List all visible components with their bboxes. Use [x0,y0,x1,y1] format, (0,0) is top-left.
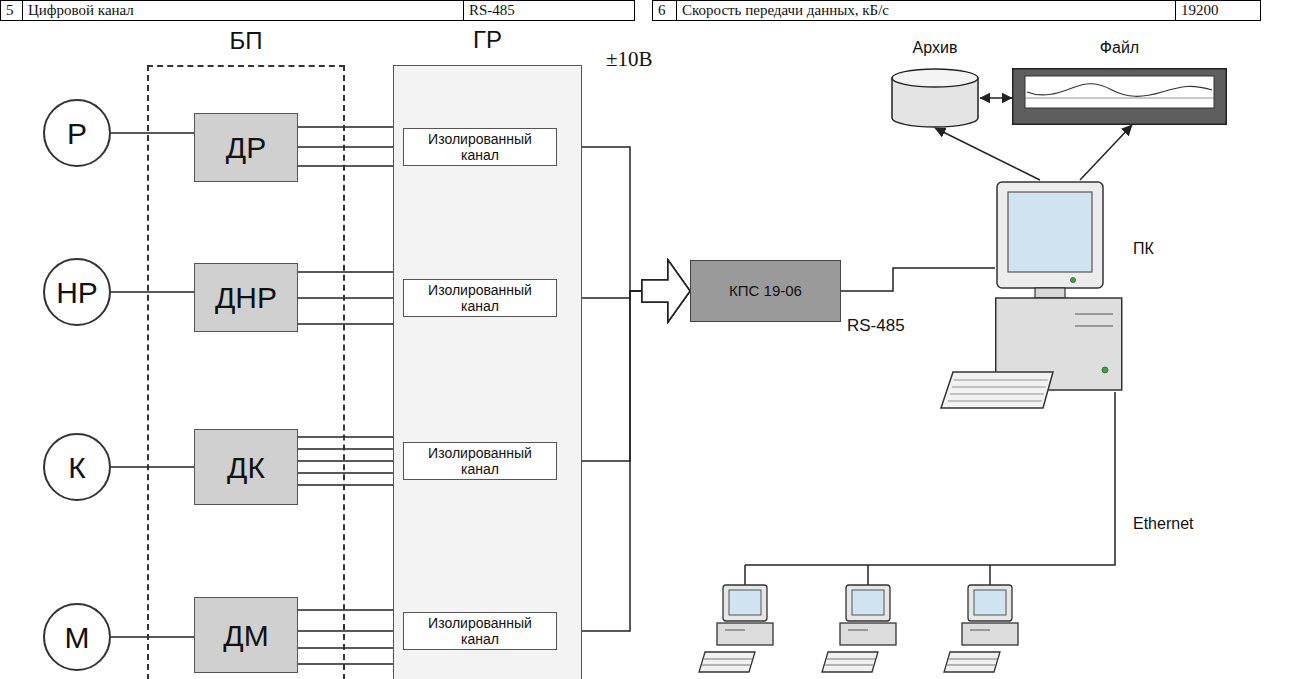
signal-range-label: ±10В [606,47,653,72]
sensor-box: ДНР [194,263,298,332]
connector-line [298,630,403,632]
channel-label: Изолированный канал [424,282,536,314]
quantity-circle: К [43,433,111,501]
node-label: НР [56,276,98,309]
node-label: Р [67,117,87,150]
interface-label: RS-485 [847,316,905,336]
converter-box: КПС 19-06 [690,260,841,322]
sensor-box: ДК [194,429,298,505]
connector-line [111,291,194,293]
network-label: Ethernet [1133,514,1193,533]
connector-line [111,466,194,468]
node-label: ДК [227,451,265,484]
node-heading: ГР [394,26,581,55]
connector-line [298,146,403,148]
pc-computer-shape [995,180,1125,410]
sensor-block-frame: БПДРДНРДКДМ [147,65,345,679]
node-heading: Архив [890,38,980,57]
connector-line [111,636,194,638]
connector-line [841,268,995,291]
quantity-circle: НР [43,258,111,326]
isolated-channel-box: Изолированный канал [403,442,557,480]
node-heading: Файл [1012,38,1227,57]
connector-line [111,132,194,134]
quantity-circle: Р [43,99,111,167]
node-label: ДР [226,131,266,164]
connector-line [298,297,403,299]
table-cell: 5 [0,0,23,21]
node-heading: БП [149,27,343,56]
sensor-box: ДР [194,113,298,182]
converter-label: КПС 19-06 [729,283,802,300]
table-cell: Скорость передачи данных, кБ/с [676,0,1176,21]
channel-label: Изолированный канал [424,131,536,163]
node-label: К [68,451,85,484]
node-label: ДМ [223,619,268,652]
file-window-shape [1012,68,1227,125]
quantity-circle: М [43,603,111,671]
node-label: ДНР [215,281,277,314]
pc-label: ПК [1133,240,1154,258]
archive-cylinder-shape [890,68,980,128]
channel-label: Изолированный канал [424,445,536,477]
connector-line [980,97,1012,99]
table-cell: Цифровой канал [22,0,464,21]
node-label: М [65,621,90,654]
isolated-channel-box: Изолированный канал [403,612,557,650]
table-cell: 6 [652,0,677,21]
pc-computer: ПК [995,180,1125,410]
isolated-channel-box: Изолированный канал [403,128,557,166]
isolated-channel-box: Изолированный канал [403,279,557,317]
table-cell: 19200 [1175,0,1261,21]
connector-line [935,128,1040,180]
table-cell: RS-485 [463,0,635,21]
file-window: Файл [1012,68,1227,125]
connector-line [1080,125,1132,180]
archive-cylinder: Архив [890,68,980,128]
channel-label: Изолированный канал [424,615,536,647]
connector-line [298,460,403,462]
sensor-box: ДМ [194,597,298,673]
isolation-rack: ГРИзолированный каналИзолированный канал… [393,65,582,679]
